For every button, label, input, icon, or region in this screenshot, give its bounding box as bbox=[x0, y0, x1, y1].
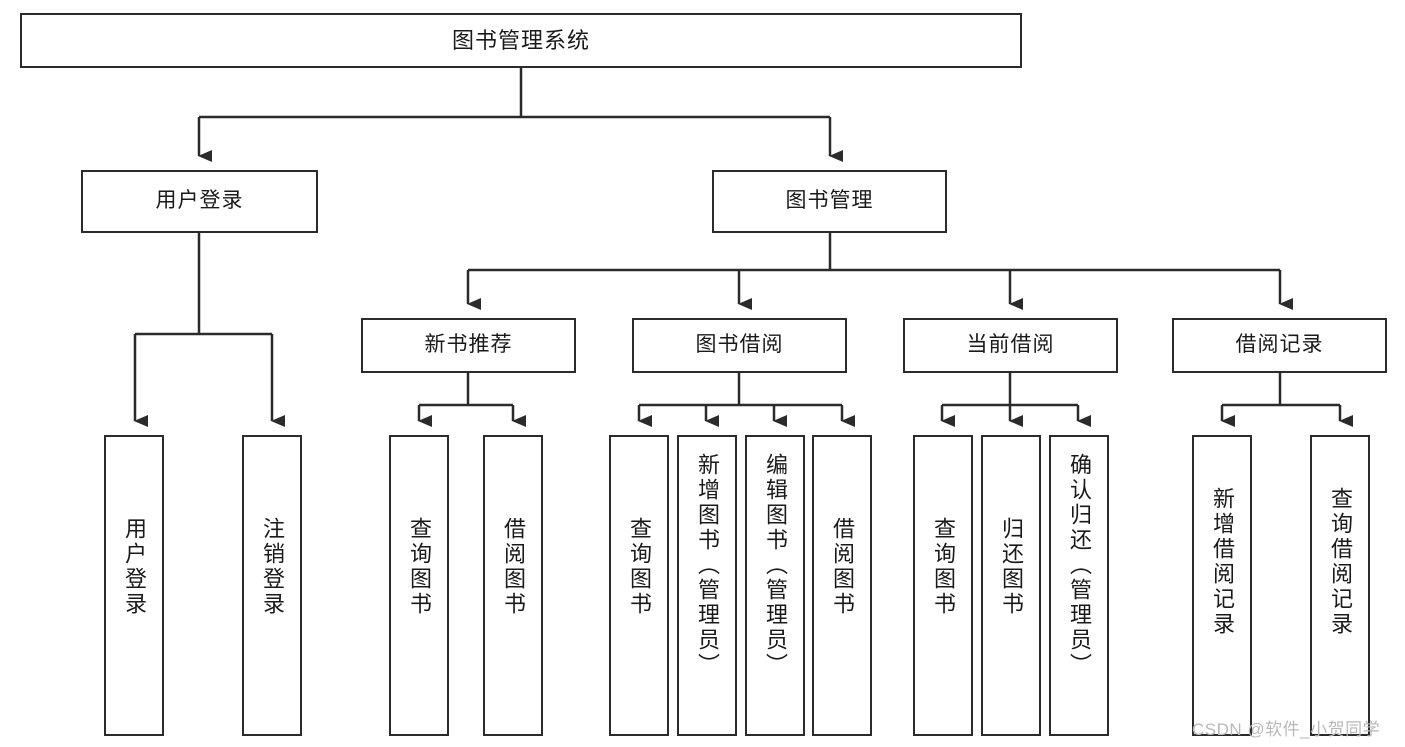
node-borrow-record[interactable]: 借阅记录 bbox=[1172, 318, 1387, 373]
node-root-system[interactable]: 图书管理系统 bbox=[20, 13, 1022, 68]
node-book-borrow[interactable]: 图书借阅 bbox=[632, 318, 847, 373]
node-new-book-recommend[interactable]: 新书推荐 bbox=[361, 318, 576, 373]
leaf-query-book-current[interactable]: 查询图书 bbox=[913, 435, 973, 736]
node-book-manage[interactable]: 图书管理 bbox=[712, 170, 947, 233]
node-label: 编辑图书（管理员） bbox=[763, 453, 788, 678]
csdn-watermark: CSDN @软件_小贺同学 bbox=[1192, 720, 1381, 739]
node-label: 新增借阅记录 bbox=[1210, 487, 1235, 637]
node-label: 用户登录 bbox=[122, 517, 147, 617]
leaf-query-book-borrow[interactable]: 查询图书 bbox=[609, 435, 669, 736]
leaf-borrow-book-borrow[interactable]: 借阅图书 bbox=[812, 435, 872, 736]
node-label: 借阅图书 bbox=[830, 517, 855, 617]
leaf-edit-book[interactable]: 编辑图书（管理员） bbox=[745, 435, 805, 736]
node-label: 用户登录 bbox=[155, 189, 244, 213]
leaf-confirm-return[interactable]: 确认归还（管理员） bbox=[1049, 435, 1109, 736]
node-label: 新增图书（管理员） bbox=[695, 453, 720, 678]
leaf-add-book[interactable]: 新增图书（管理员） bbox=[677, 435, 737, 736]
leaf-query-book-recommend[interactable]: 查询图书 bbox=[389, 435, 449, 736]
node-label: 图书管理 bbox=[785, 189, 874, 213]
node-label: 新书推荐 bbox=[424, 333, 513, 357]
node-label: 查询图书 bbox=[407, 517, 432, 617]
node-current-borrow[interactable]: 当前借阅 bbox=[903, 318, 1118, 373]
node-user-login[interactable]: 用户登录 bbox=[81, 170, 318, 233]
node-label: 查询借阅记录 bbox=[1328, 487, 1353, 637]
node-label: 注销登录 bbox=[260, 517, 285, 617]
leaf-query-borrow-record[interactable]: 查询借阅记录 bbox=[1310, 435, 1370, 736]
leaf-add-borrow-record[interactable]: 新增借阅记录 bbox=[1192, 435, 1252, 736]
leaf-return-book[interactable]: 归还图书 bbox=[981, 435, 1041, 736]
leaf-user-login[interactable]: 用户登录 bbox=[104, 435, 164, 736]
node-label: 借阅图书 bbox=[501, 517, 526, 617]
node-label: 确认归还（管理员） bbox=[1067, 453, 1092, 678]
leaf-logout-login[interactable]: 注销登录 bbox=[242, 435, 302, 736]
node-label: 查询图书 bbox=[931, 517, 956, 617]
node-label: 借阅记录 bbox=[1235, 333, 1324, 357]
node-label: 当前借阅 bbox=[966, 333, 1055, 357]
node-label: 归还图书 bbox=[999, 517, 1024, 617]
leaf-borrow-book-recommend[interactable]: 借阅图书 bbox=[483, 435, 543, 736]
node-label: 图书借阅 bbox=[695, 333, 784, 357]
node-label: 查询图书 bbox=[627, 517, 652, 617]
node-label: 图书管理系统 bbox=[451, 27, 590, 53]
